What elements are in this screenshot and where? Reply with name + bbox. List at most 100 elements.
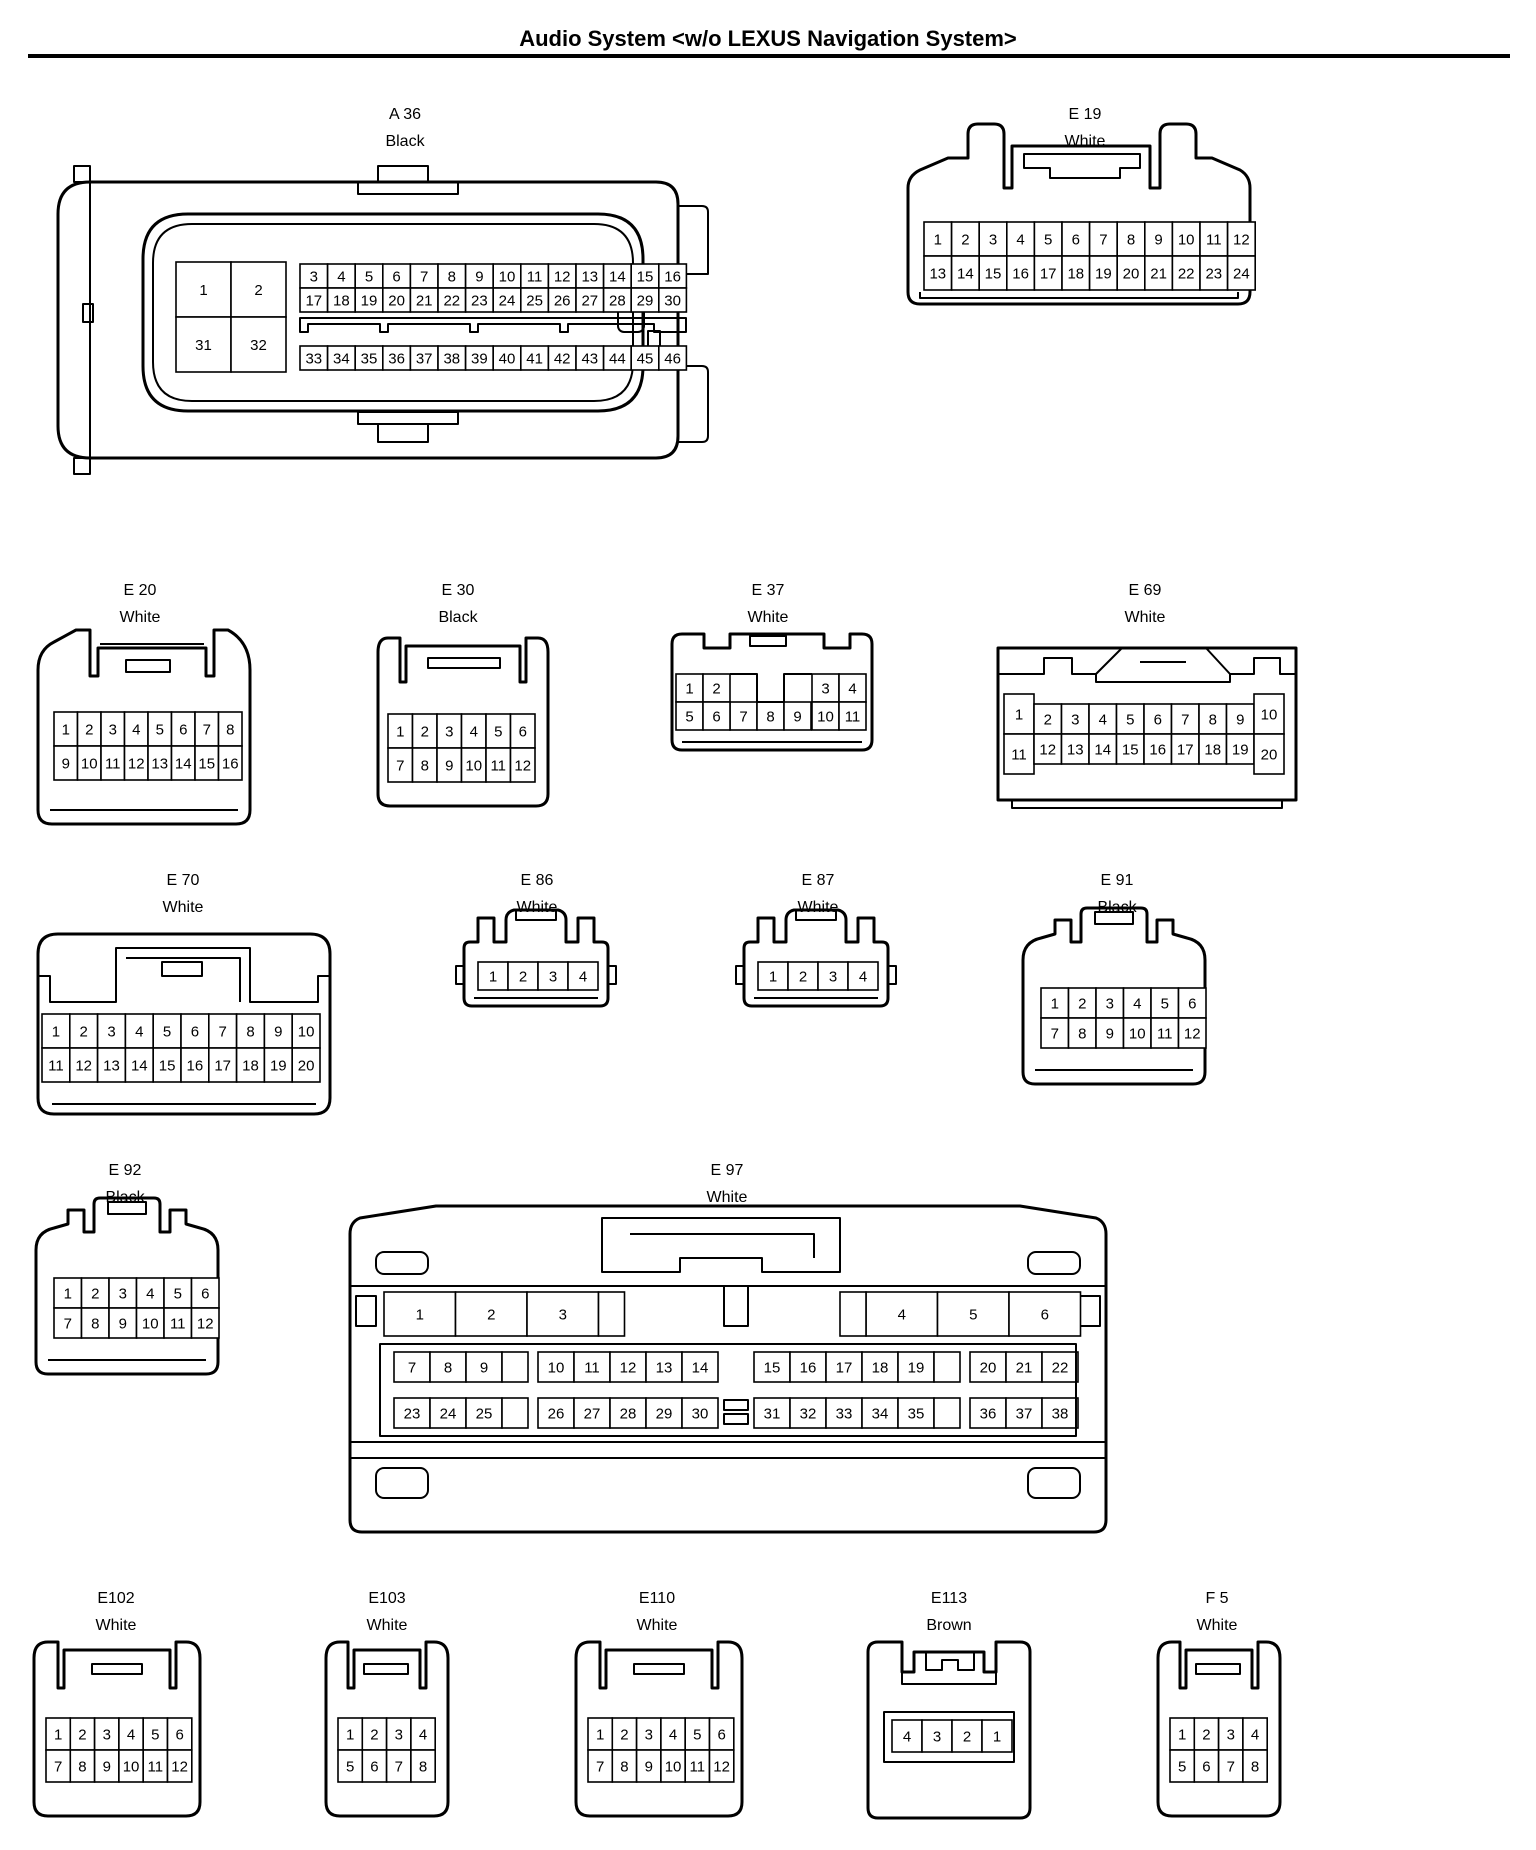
svg-text:5: 5 — [346, 1759, 354, 1776]
pin-19: 19 — [897, 1351, 935, 1383]
pin-19: 19 — [1088, 255, 1119, 291]
svg-text:8: 8 — [448, 269, 456, 286]
pin-1: 1 — [1169, 1717, 1196, 1751]
connector-color: White — [119, 609, 161, 626]
svg-text:4: 4 — [903, 1729, 911, 1746]
pin-22: 22 — [437, 287, 467, 313]
svg-text:16: 16 — [222, 756, 239, 773]
svg-text:6: 6 — [717, 1727, 725, 1744]
pin-26: 26 — [547, 287, 577, 313]
svg-text:11: 11 — [1157, 1026, 1173, 1043]
pin-6: 6 — [1177, 987, 1207, 1019]
svg-text:6: 6 — [370, 1759, 378, 1776]
svg-text:8: 8 — [1209, 712, 1217, 729]
svg-text:9: 9 — [62, 756, 70, 773]
svg-text:7: 7 — [219, 1024, 227, 1041]
pin-2: 2 — [361, 1717, 388, 1751]
title-rule — [28, 54, 1510, 58]
pin-4: 4 — [124, 1013, 155, 1049]
svg-text:11: 11 — [1011, 747, 1027, 764]
svg-text:6: 6 — [1202, 1759, 1210, 1776]
pin-11: 11 — [163, 1307, 193, 1339]
svg-text:15: 15 — [764, 1360, 781, 1377]
pin-12: 12 — [166, 1749, 193, 1783]
svg-text:14: 14 — [609, 269, 626, 286]
svg-text:7: 7 — [596, 1759, 604, 1776]
pin-27: 27 — [575, 287, 605, 313]
pin-8: 8 — [69, 1749, 96, 1783]
pin-5: 5 — [1033, 221, 1063, 257]
svg-text:13: 13 — [656, 1360, 673, 1377]
blank-cavity — [501, 1397, 529, 1429]
svg-text:10: 10 — [1178, 232, 1195, 249]
svg-text:23: 23 — [404, 1406, 421, 1423]
pin-8: 8 — [437, 263, 467, 289]
svg-text:6: 6 — [201, 1286, 209, 1303]
pin-3: 3 — [299, 263, 329, 289]
svg-text:5: 5 — [163, 1024, 171, 1041]
svg-text:4: 4 — [419, 1727, 427, 1744]
svg-text:13: 13 — [151, 756, 168, 773]
connector-color: White — [1064, 133, 1106, 150]
svg-text:9: 9 — [793, 709, 801, 726]
svg-text:2: 2 — [620, 1727, 628, 1744]
connector-id: E 37 — [751, 582, 785, 599]
svg-text:31: 31 — [195, 337, 212, 354]
svg-text:5: 5 — [1178, 1759, 1186, 1776]
svg-text:16: 16 — [187, 1058, 204, 1075]
svg-text:20: 20 — [1261, 747, 1278, 764]
pin-8: 8 — [429, 1351, 467, 1383]
svg-text:29: 29 — [637, 293, 654, 310]
svg-text:25: 25 — [476, 1406, 493, 1423]
svg-text:38: 38 — [1052, 1406, 1069, 1423]
pin-45: 45 — [630, 345, 660, 371]
svg-text:10: 10 — [298, 1024, 315, 1041]
pin-20: 20 — [381, 287, 412, 313]
pin-6: 6 — [708, 1717, 735, 1751]
pin-2: 2 — [80, 1277, 110, 1309]
pin-8: 8 — [217, 711, 243, 747]
svg-text:4: 4 — [135, 1024, 143, 1041]
connector-id: F 5 — [1205, 1590, 1229, 1607]
svg-text:9: 9 — [475, 269, 483, 286]
pin-32: 32 — [789, 1397, 827, 1429]
pin-36: 36 — [969, 1397, 1007, 1429]
pin-7: 7 — [393, 1351, 431, 1383]
svg-text:10: 10 — [81, 756, 98, 773]
svg-text:19: 19 — [908, 1360, 925, 1377]
svg-text:2: 2 — [961, 232, 969, 249]
connector-id: E113 — [930, 1590, 968, 1607]
connector-id: E 87 — [801, 872, 835, 889]
svg-text:22: 22 — [1052, 1360, 1069, 1377]
svg-text:2: 2 — [78, 1727, 86, 1744]
blank-cavity — [839, 1291, 867, 1337]
pin-6: 6 — [381, 263, 412, 289]
svg-text:7: 7 — [739, 709, 747, 726]
svg-text:5: 5 — [1161, 996, 1169, 1013]
pin-8: 8 — [80, 1307, 110, 1339]
pin-1: 1 — [1003, 693, 1035, 735]
pin-7: 7 — [1040, 1017, 1070, 1049]
svg-text:12: 12 — [713, 1759, 730, 1776]
pin-9: 9 — [263, 1013, 293, 1049]
svg-text:6: 6 — [1041, 1307, 1049, 1324]
svg-text:4: 4 — [848, 681, 856, 698]
pin-3: 3 — [100, 711, 126, 747]
svg-text:12: 12 — [1184, 1026, 1201, 1043]
svg-text:10: 10 — [123, 1759, 140, 1776]
pin-12: 12 — [708, 1749, 735, 1783]
svg-text:7: 7 — [396, 758, 404, 775]
svg-text:11: 11 — [105, 756, 121, 773]
connector-color: White — [747, 609, 789, 626]
svg-text:5: 5 — [156, 722, 164, 739]
pin-23: 23 — [1199, 255, 1229, 291]
pin-2: 2 — [951, 1719, 983, 1753]
pin-4: 4 — [838, 673, 867, 703]
svg-text:14: 14 — [692, 1360, 709, 1377]
